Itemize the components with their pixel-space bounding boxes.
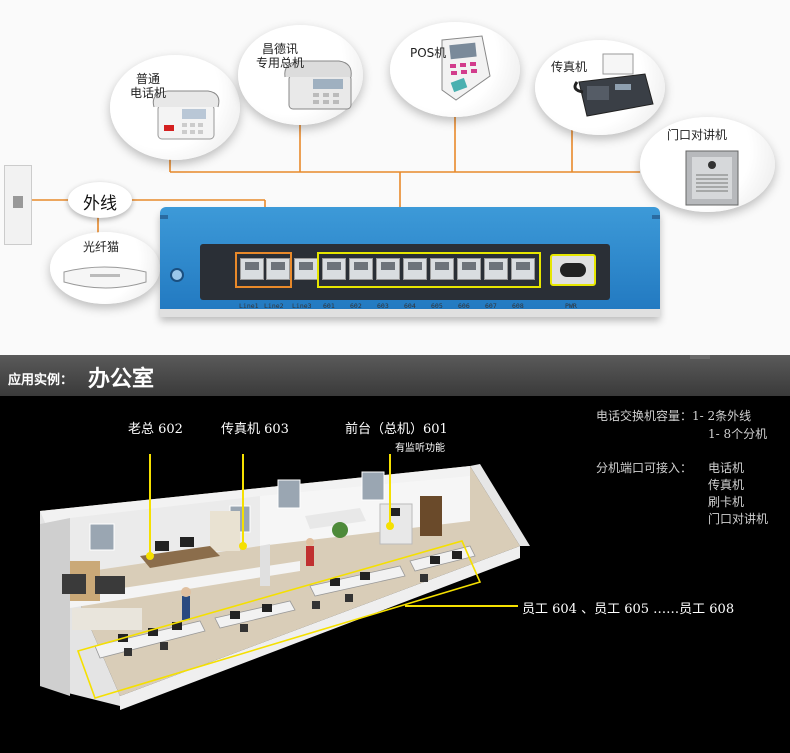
operator-phone-label: 昌德讯 专用总机 <box>256 42 305 70</box>
port-608 <box>511 258 535 280</box>
connectable-label: 分机端口可接入： <box>596 461 693 475</box>
port-label-602: 602 <box>350 302 362 310</box>
intercom-label: 门口对讲机 <box>667 128 728 142</box>
port-label-607: 607 <box>485 302 497 310</box>
connectable-item-intercom: 门口对讲机 <box>708 512 769 526</box>
fax-label: 传真机 <box>551 60 588 74</box>
modem-bubble <box>50 232 160 304</box>
staff-label: 员工 604 、员工 605 ……员工 608 <box>522 602 735 617</box>
port-line3 <box>294 258 318 280</box>
modem-label: 光纤猫 <box>83 240 120 254</box>
port-601 <box>322 258 346 280</box>
port-label-604: 604 <box>404 302 416 310</box>
port-label-line3: Line3 <box>292 302 312 310</box>
port-label-line1: Line1 <box>239 302 259 310</box>
connectable-item-fax: 传真机 <box>708 478 745 492</box>
port-label-605: 605 <box>431 302 443 310</box>
phone-bubble <box>110 55 240 160</box>
port-606 <box>457 258 481 280</box>
port-label-606: 606 <box>458 302 470 310</box>
monitor-note: 有监听功能 <box>395 443 445 454</box>
front-desk-label: 前台（总机）601 <box>345 422 448 437</box>
wall-socket-icon <box>4 165 32 245</box>
power-socket-icon <box>550 254 596 286</box>
connectable-item-card-reader: 刷卡机 <box>708 495 745 509</box>
line-ports-highlight <box>235 252 292 288</box>
port-602 <box>349 258 373 280</box>
port-label-608: 608 <box>512 302 524 310</box>
pos-bubble <box>390 22 520 117</box>
door-intercom-icon <box>685 150 739 206</box>
pos-terminal-icon <box>441 35 491 101</box>
screw-hole-icon <box>170 268 184 282</box>
fax-machine-icon <box>573 53 654 117</box>
port-label-line2: Line2 <box>264 302 284 310</box>
port-line1 <box>240 258 264 280</box>
port-label-pwr: PWR <box>565 302 577 310</box>
boss-label: 老总 602 <box>128 422 183 437</box>
phone-label: 普通 电话机 <box>130 72 167 100</box>
fax-bubble <box>535 40 665 135</box>
pbx-unit <box>160 207 660 317</box>
capacity-line-2: 1- 8个分机 <box>708 427 768 441</box>
port-label-603: 603 <box>377 302 389 310</box>
port-line2 <box>266 258 290 280</box>
desk-phone-icon <box>152 90 220 140</box>
connection-diagram: 普通 电话机 昌德讯 专用总机 POS机 传真机 <box>0 0 790 355</box>
banner-corner-icon <box>690 355 710 359</box>
port-label-601: 601 <box>323 302 335 310</box>
fiber-modem-icon <box>63 266 147 289</box>
operator-phone-bubble <box>238 25 363 125</box>
port-605 <box>430 258 454 280</box>
pbx-back-panel <box>170 244 610 300</box>
outside-line-label: 外线 <box>83 194 117 214</box>
port-607 <box>484 258 508 280</box>
pbx-bottom-plate <box>160 309 660 317</box>
intercom-bubble <box>640 117 775 212</box>
pos-label: POS机 <box>410 46 447 60</box>
outside-line-bubble <box>68 182 132 218</box>
banner-title: 办公室 <box>88 367 155 392</box>
office-scene: 老总 602 传真机 603 前台（总机）601 有监听功能 员工 604 、员… <box>0 396 790 753</box>
banner-prefix: 应用实例： <box>8 373 74 388</box>
fax-room-label: 传真机 603 <box>221 422 289 437</box>
section-banner: 应用实例： 办公室 <box>0 355 790 396</box>
extension-ports-highlight <box>317 252 541 288</box>
port-603 <box>376 258 400 280</box>
office-floorplan-illustration <box>40 454 530 710</box>
capacity-line-1: 电话交换机容量：1- 2条外线 <box>596 409 752 423</box>
connectable-item-phone: 电话机 <box>708 461 745 475</box>
operator-phone-icon <box>284 60 352 110</box>
port-604 <box>403 258 427 280</box>
